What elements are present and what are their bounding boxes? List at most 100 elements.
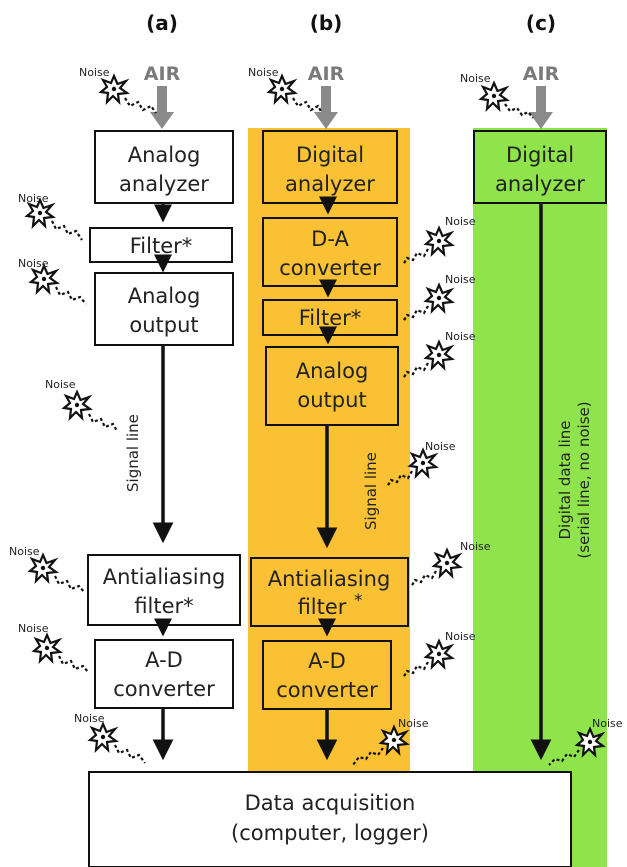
noise-label: Noise [18, 622, 49, 635]
noise-a-adc: Noise [18, 622, 89, 673]
noise-star-icon [479, 81, 509, 111]
data-acquisition-label: Data acquisition [245, 791, 416, 815]
noise-star-icon [62, 390, 92, 420]
antialiasing-label-a-2: filter* [134, 594, 193, 618]
signal-line-label-a: Signal line [124, 414, 142, 492]
noise-a-signal: Noise [45, 378, 118, 432]
noise-b-output: Noise [402, 330, 476, 380]
air-label-a: AIR [144, 63, 181, 85]
analog-output-label-a-2: output [129, 313, 198, 337]
noise-b-signal: Noise [386, 440, 456, 488]
noise-label: Noise [74, 712, 105, 725]
noise-label: Noise [445, 215, 476, 228]
dac-label-b: D-A [311, 227, 349, 251]
noise-star-icon [267, 74, 297, 104]
digital-analyzer-label-b: Digital [296, 143, 364, 167]
adc-box-b [262, 640, 392, 710]
noise-b-dac: Noise [402, 215, 476, 266]
antialiasing-label-b: Antialiasing [268, 567, 391, 591]
digital-analyzer-box-b [262, 130, 398, 204]
noise-star-icon [424, 226, 454, 256]
noise-zigzag-icon [88, 413, 118, 432]
signal-line-label-b: Signal line [362, 452, 380, 530]
noise-zigzag-icon [504, 103, 534, 119]
noise-c-air: Noise [460, 72, 534, 119]
adc-label-a: A-D [145, 648, 183, 672]
noise-b-air: Noise [248, 66, 323, 114]
noise-a-air: Noise [79, 66, 157, 114]
noise-b-acq: Noise [352, 717, 429, 766]
noise-zigzag-icon [402, 248, 429, 266]
filter-label-b: Filter* [299, 306, 362, 330]
noise-label: Noise [460, 540, 491, 553]
digital-analyzer-label-b-2: analyzer [285, 172, 375, 196]
dac-label-b-2: converter [279, 256, 381, 280]
analog-output-label-b-2: output [297, 388, 366, 412]
noise-star-icon [408, 448, 438, 478]
analog-analyzer-label: Analog [128, 143, 201, 167]
noise-label: Noise [18, 192, 49, 205]
noise-label: Noise [248, 66, 279, 79]
noise-zigzag-icon [58, 655, 89, 673]
air-label-b: AIR [308, 63, 345, 85]
antialiasing-label-a: Antialiasing [103, 565, 226, 589]
noise-zigzag-icon [55, 286, 87, 305]
digital-data-line-label: Digital data line [556, 420, 574, 539]
filter-label-a: Filter* [130, 234, 193, 258]
noise-zigzag-icon [292, 97, 323, 114]
noise-star-icon [424, 639, 454, 669]
digital-data-line-label-2: (serial line, no noise) [575, 401, 593, 558]
noise-label: Noise [592, 717, 623, 730]
antialiasing-label-b-2: filter [298, 595, 347, 619]
header-c: (c) [526, 11, 556, 35]
noise-label: Noise [425, 440, 456, 453]
noise-zigzag-icon [114, 744, 146, 764]
noise-zigzag-icon [124, 97, 157, 114]
analog-output-label-b: Analog [296, 359, 369, 383]
air-arrow-a [150, 86, 174, 129]
header-b: (b) [310, 11, 343, 35]
noise-zigzag-icon [410, 570, 437, 588]
air-arrow-c [529, 86, 553, 129]
adc-box-a [94, 639, 234, 709]
noise-zigzag-icon [402, 362, 429, 380]
air-arrow-b [314, 86, 338, 129]
noise-a-acq: Noise [74, 712, 146, 764]
noise-label: Noise [398, 717, 429, 730]
analog-output-box-a [94, 272, 234, 346]
noise-c-acq: Noise [548, 717, 623, 766]
analog-output-box-b [265, 346, 399, 426]
noise-a-analyzer: Noise [18, 192, 83, 241]
air-label-c: AIR [523, 63, 560, 85]
noise-label: Noise [9, 545, 40, 558]
noise-star-icon [424, 340, 454, 370]
noise-zigzag-icon [54, 575, 85, 593]
noise-zigzag-icon [352, 747, 384, 766]
noise-star-icon [88, 722, 118, 752]
noise-zigzag-icon [402, 305, 429, 323]
adc-label-b: A-D [308, 649, 346, 673]
header-a: (a) [146, 11, 178, 35]
noise-label: Noise [445, 630, 476, 643]
noise-label: Noise [445, 330, 476, 343]
dac-box-b [262, 217, 398, 287]
noise-star-icon [424, 283, 454, 313]
adc-label-a-2: converter [113, 677, 215, 701]
digital-analyzer-label-c: Digital [506, 143, 574, 167]
noise-b-adc: Noise [402, 630, 476, 679]
noise-zigzag-icon [548, 749, 580, 766]
noise-zigzag-icon [51, 220, 83, 241]
noise-star-icon [25, 198, 55, 228]
analog-analyzer-label-2: analyzer [119, 172, 209, 196]
noise-a-antialias: Noise [9, 545, 85, 593]
noise-star-icon [432, 548, 462, 578]
antialiasing-filter-box-b [250, 557, 409, 627]
noise-b-antialias: Noise [410, 540, 491, 588]
data-acquisition-label-2: (computer, logger) [231, 821, 429, 845]
noise-a-filter: Noise [18, 257, 87, 305]
noise-label: Noise [18, 257, 49, 270]
noise-zigzag-icon [386, 470, 413, 488]
noise-star-icon [29, 264, 59, 294]
noise-label: Noise [460, 72, 491, 85]
noise-star-icon [32, 633, 62, 663]
